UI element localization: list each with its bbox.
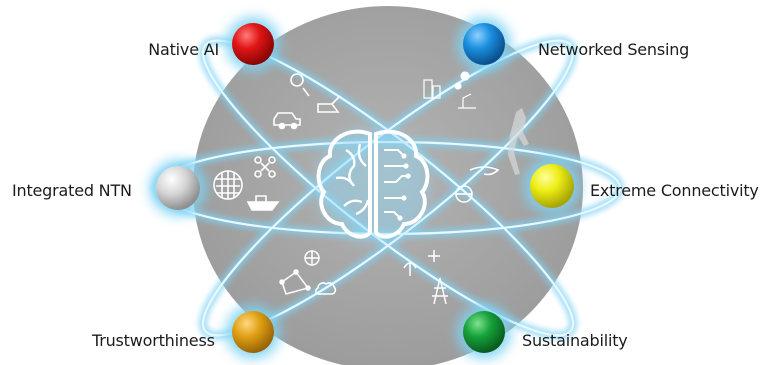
sensing-building-icons bbox=[423, 71, 476, 109]
drone-ship-icons bbox=[213, 156, 280, 211]
energy-tower-icons bbox=[403, 250, 448, 305]
network-cloud-icons bbox=[279, 250, 337, 295]
vr-glasses-icons bbox=[455, 166, 500, 203]
node-extreme-connectivity bbox=[524, 158, 580, 214]
label-native-ai: Native AI bbox=[148, 40, 219, 59]
label-sustainability: Sustainability bbox=[522, 331, 628, 350]
autonomous-vehicle-icons bbox=[273, 73, 341, 130]
brain-circuit-icon bbox=[314, 127, 430, 243]
label-integrated-ntn: Integrated NTN bbox=[12, 181, 132, 200]
label-trustworthiness: Trustworthiness bbox=[92, 331, 215, 350]
runner-silhouette-icon bbox=[508, 108, 529, 175]
label-extreme-connectivity: Extreme Connectivity bbox=[590, 181, 759, 200]
node-integrated-ntn bbox=[150, 160, 206, 216]
label-networked-sensing: Networked Sensing bbox=[538, 40, 690, 59]
node-trustworthiness bbox=[226, 305, 280, 359]
node-sustainability bbox=[457, 305, 511, 359]
node-networked-sensing bbox=[457, 17, 511, 71]
node-native-ai bbox=[226, 17, 280, 71]
